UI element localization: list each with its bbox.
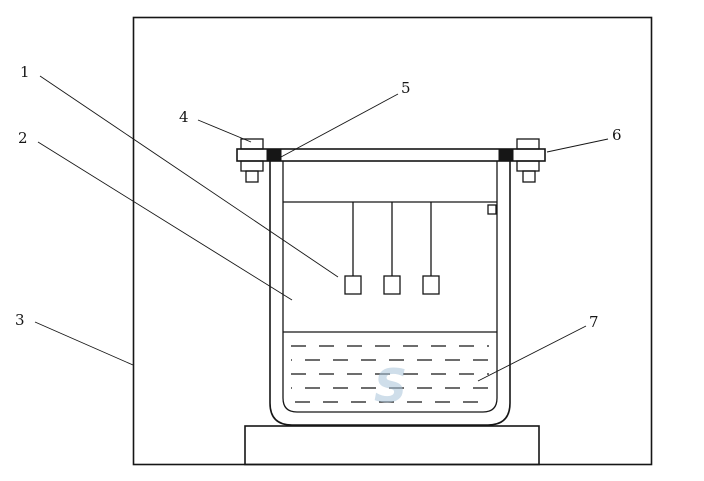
lid-plate	[236, 148, 546, 162]
watermark: S	[374, 359, 407, 413]
leader-line-5	[280, 93, 399, 158]
bolt-right-washer	[516, 160, 540, 172]
base-pedestal	[244, 425, 540, 466]
sample-coupon	[422, 275, 440, 295]
label-2: 2	[18, 129, 28, 147]
leader-line-1	[39, 75, 339, 278]
leader-line-3	[34, 321, 134, 366]
label-6: 6	[612, 126, 622, 144]
vessel-outer-wall	[269, 161, 511, 426]
sample-coupon	[383, 275, 401, 295]
label-7: 7	[589, 313, 599, 331]
bolt-right-nut	[522, 170, 536, 183]
leader-line-6	[546, 138, 609, 153]
leader-line-4	[197, 119, 252, 143]
sample-coupon	[344, 275, 362, 295]
label-4: 4	[179, 108, 189, 126]
leader-line-2	[37, 141, 293, 301]
leader-line-7	[477, 325, 587, 382]
bolt-left-nut	[245, 170, 259, 183]
gasket-left	[266, 149, 282, 161]
bolt-right-head	[516, 138, 540, 150]
vessel-inner-wall	[282, 161, 498, 413]
bolt-left-head	[240, 138, 264, 150]
label-1: 1	[20, 63, 30, 81]
label-5: 5	[401, 79, 411, 97]
gasket-right	[498, 149, 514, 161]
bolt-left-washer	[240, 160, 264, 172]
rack-clip-detail	[487, 204, 497, 215]
liquid-hatching	[291, 345, 489, 403]
label-3: 3	[15, 311, 25, 329]
